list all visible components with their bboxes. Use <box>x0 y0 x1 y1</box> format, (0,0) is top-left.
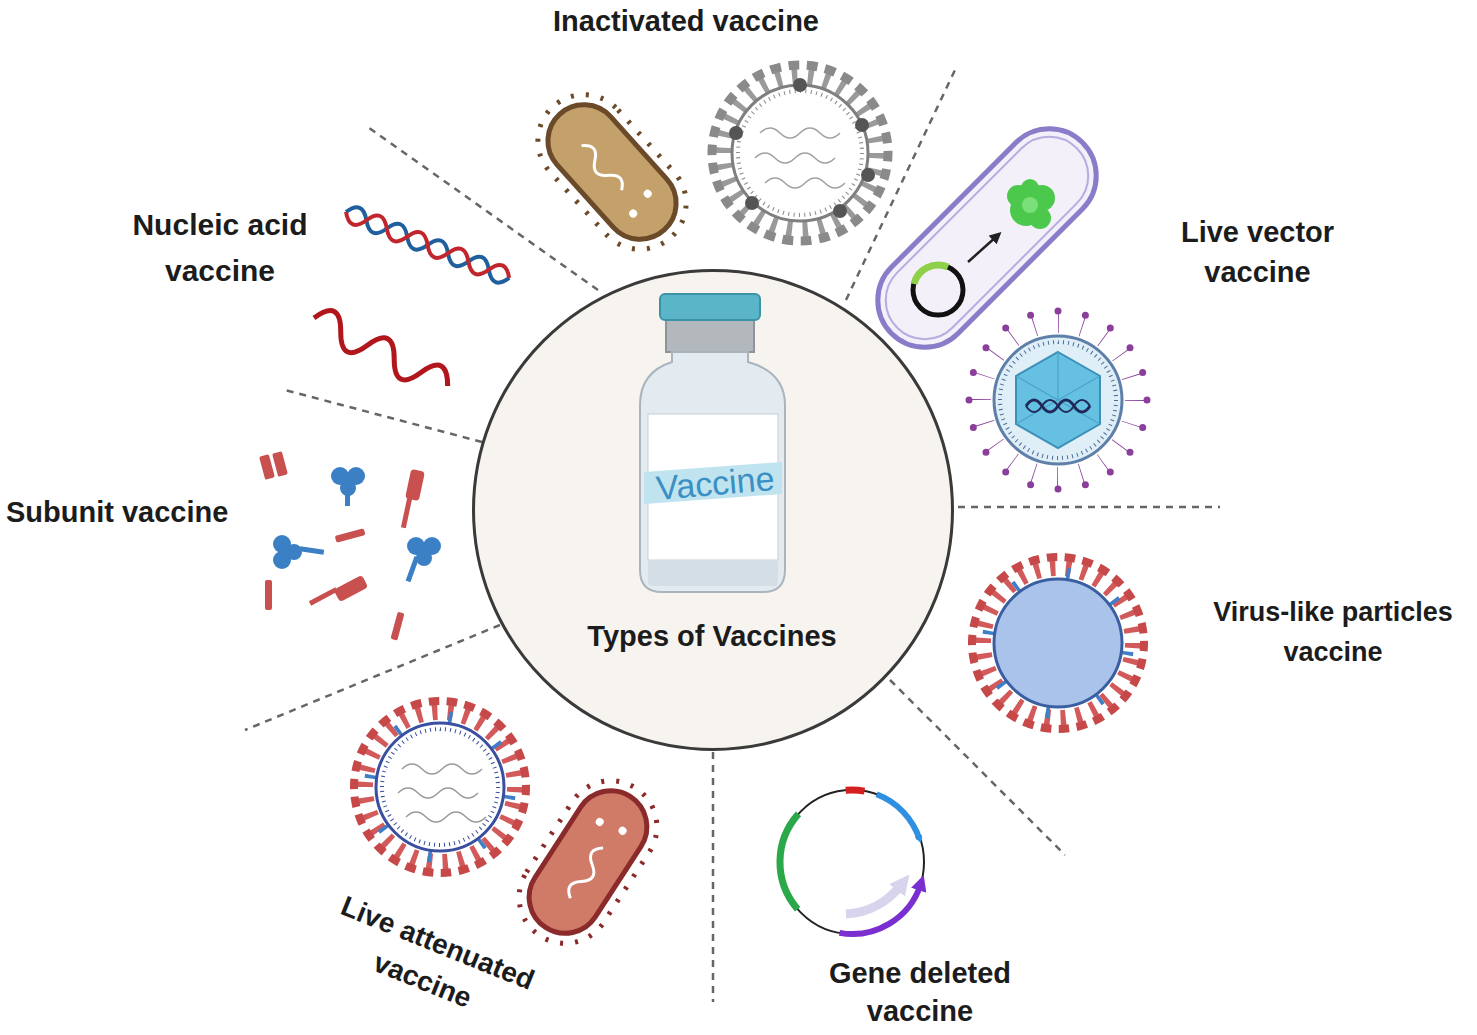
vaccine-type-label: Inactivated vaccine <box>486 2 886 40</box>
gene-deleted-plasmid <box>780 790 924 934</box>
vaccine-type-label: Subunit vaccine <box>6 493 278 531</box>
virus-like-particle <box>972 557 1144 729</box>
vaccine-type-label: Nucleic acid vaccine <box>100 202 340 294</box>
attenuated-virus <box>354 701 526 873</box>
vaccine-type-label: Gene deleted vaccine <box>790 954 1050 1030</box>
vial-label: Vaccine <box>654 458 775 507</box>
center-circle: VaccineTypes of Vaccines <box>472 269 954 751</box>
vector-bacterium <box>858 109 1115 366</box>
inactivated-virus <box>712 65 888 241</box>
subunit-antigens <box>259 451 441 640</box>
dna-helix <box>343 204 513 287</box>
vaccine-type-label: Virus-like particles vaccine <box>1192 592 1474 672</box>
divider-lines <box>245 70 1220 1002</box>
center-disc <box>474 271 952 749</box>
inactivated-bacterium <box>519 76 705 268</box>
rna-strand <box>307 305 454 400</box>
attenuated-bacterium <box>501 763 674 961</box>
vector-virus <box>969 311 1147 489</box>
plasmid-and-antigen <box>913 179 1055 315</box>
center-title: Types of Vaccines <box>587 620 836 653</box>
vaccine-type-label: Live vector vaccine <box>1140 212 1375 292</box>
vaccine-vial <box>640 294 785 592</box>
